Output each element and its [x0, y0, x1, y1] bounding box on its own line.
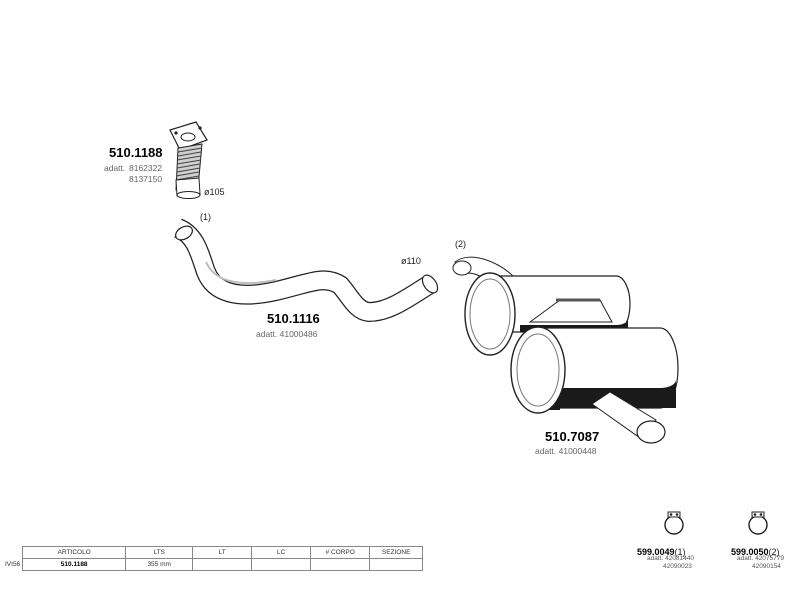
diameter-label: ø110 [401, 256, 421, 266]
part-code-510-7087: 510.7087 [545, 429, 600, 444]
part-adatt-ref: adatt. 41000448 [535, 446, 597, 456]
table-header-row: ARTICOLO LTS LT LC # CORPO SEZIONE [3, 546, 424, 559]
clamp-adatt-ref: adatt. 42081440 [647, 555, 694, 562]
callout-label: (2) [768, 547, 780, 557]
clamp-adatt-ref: adatt. 42075779 [737, 555, 784, 562]
table-header: LC [251, 546, 312, 559]
table-cell [310, 558, 371, 571]
table-header: SEZIONE [369, 546, 424, 559]
table-cell [3, 547, 23, 559]
table-cell: 510.1188 [22, 558, 127, 571]
table-cell [192, 558, 253, 571]
table-header: LT [192, 546, 253, 559]
clamp-icon [748, 511, 768, 535]
part-adatt-label: adatt. [104, 163, 126, 173]
clamp-icon [664, 511, 684, 535]
clamp-code: 599.0049 [637, 547, 675, 557]
clamp-label-599-0050: 599.0050(2) [731, 543, 780, 559]
clamp-label-599-0049: 599.0049(1) [637, 543, 686, 559]
clamp-code: 599.0050 [731, 547, 769, 557]
diameter-label: ø105 [204, 187, 225, 197]
part-code-510-1188: 510.1188 [109, 145, 163, 160]
callout-label: (2) [455, 239, 466, 249]
table-row: IVI56 510.1188 355 mm [3, 558, 424, 571]
table-cell [369, 558, 424, 571]
part-adatt-ref: 8137150 [129, 174, 163, 184]
clamp-adatt-ref: 42090154 [752, 563, 781, 570]
part-adatt-ref: 8162322 [129, 163, 163, 173]
clamp-adatt-ref: 42090023 [663, 563, 692, 570]
bent-pipe-drawing [173, 218, 439, 323]
table-header: # CORPO [310, 546, 371, 559]
parts-table: ARTICOLO LTS LT LC # CORPO SEZIONE IVI56… [3, 546, 424, 571]
table-cell [251, 558, 312, 571]
flex-pipe-drawing [169, 121, 208, 199]
callout-label: (1) [674, 547, 686, 557]
table-header: ARTICOLO [22, 546, 127, 559]
muffler-drawing [452, 256, 679, 444]
table-cell: 355 mm [125, 558, 194, 571]
part-code-510-1116: 510.1116 [267, 311, 320, 326]
table-header: LTS [125, 546, 194, 559]
part-adatt-ref: adatt. 41000486 [256, 329, 318, 339]
callout-label: (1) [200, 212, 211, 222]
table-row-label: IVI56 [5, 561, 21, 568]
